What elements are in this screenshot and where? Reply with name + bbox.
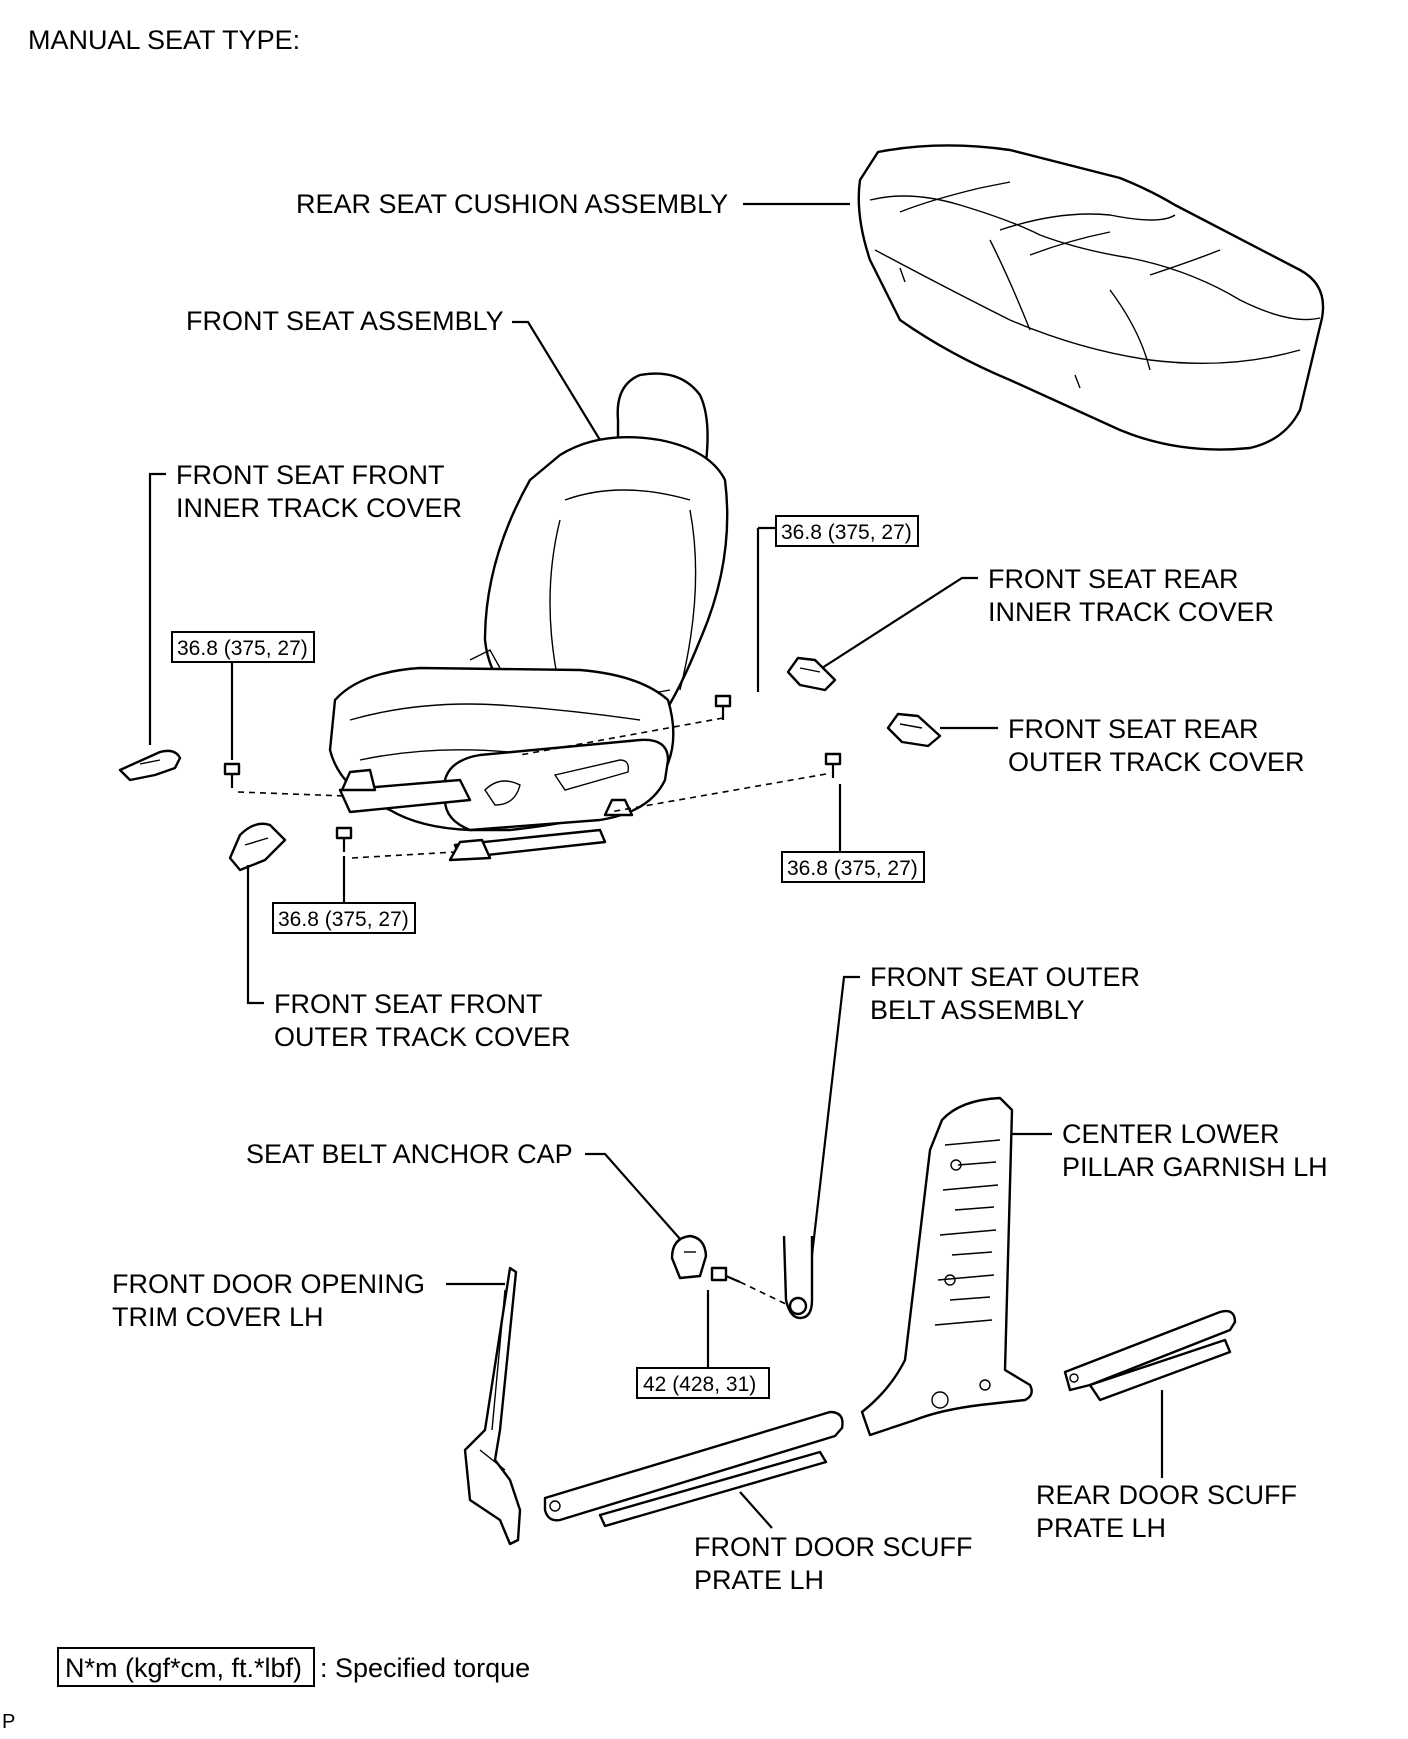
corner-mark: P: [2, 1711, 15, 1733]
front-outer-track-cover-part: [228, 822, 287, 872]
torque-value-upper-left: 36.8 (375, 27): [177, 637, 308, 660]
dash-lower-left: [351, 851, 456, 859]
label-front-scuff-2: PRATE LH: [694, 1565, 824, 1595]
leader-front-scuff: [739, 1491, 773, 1529]
front-door-opening-trim-part: [463, 1266, 522, 1546]
label-rear-scuff-2: PRATE LH: [1036, 1513, 1166, 1543]
legend-torque-description: : Specified torque: [320, 1653, 530, 1683]
leader-outer-belt: [806, 975, 860, 1291]
leader-anchor-cap: [585, 1152, 689, 1249]
seat-bolt-upper-right: [714, 694, 732, 720]
rear-inner-track-cover-part: [786, 656, 837, 692]
front-seat-illustration: [328, 372, 729, 862]
torque-box-lower-right: [781, 851, 925, 883]
torque-value-belt-anchor: 42 (428, 31): [643, 1373, 756, 1396]
dash-lower-right: [609, 773, 827, 813]
label-rear-inner-track-1: FRONT SEAT REAR: [988, 564, 1239, 594]
label-rear-scuff-1: REAR DOOR SCUFF: [1036, 1480, 1297, 1510]
center-lower-pillar-garnish-part: [860, 1096, 1033, 1437]
torque-value-upper-right: 36.8 (375, 27): [781, 521, 912, 544]
leader-front-inner-track: [148, 472, 166, 745]
label-rear-seat-cushion: REAR SEAT CUSHION ASSEMBLY: [296, 189, 728, 219]
label-door-trim-1: FRONT DOOR OPENING: [112, 1269, 425, 1299]
seat-bolt-lower-left: [335, 826, 353, 852]
torque-box-upper-left: [171, 631, 315, 663]
label-anchor-cap: SEAT BELT ANCHOR CAP: [246, 1139, 573, 1169]
label-rear-inner-track-2: INNER TRACK COVER: [988, 597, 1274, 627]
seat-belt-anchor-cap-part: [670, 1234, 708, 1280]
label-front-outer-track-1: FRONT SEAT FRONT: [274, 989, 543, 1019]
legend-torque-box: [57, 1647, 315, 1687]
belt-anchor-bolt: [710, 1266, 741, 1284]
label-outer-belt-1: FRONT SEAT OUTER: [870, 962, 1140, 992]
rear-door-scuff-plate-part: [1063, 1309, 1237, 1402]
label-door-trim-2: TRIM COVER LH: [112, 1302, 324, 1332]
rear-seat-cushion-illustration: [857, 144, 1325, 451]
front-inner-track-cover-part: [118, 749, 182, 782]
front-door-scuff-plate-part: [543, 1410, 844, 1528]
dash-upper-left: [237, 791, 346, 797]
label-center-pillar-1: CENTER LOWER: [1062, 1119, 1280, 1149]
legend-torque-unit: N*m (kgf*cm, ft.*lbf): [65, 1653, 302, 1683]
label-front-outer-track-2: OUTER TRACK COVER: [274, 1022, 571, 1052]
torque-box-belt-anchor: [636, 1367, 770, 1399]
torque-box-lower-left: [272, 902, 416, 934]
rear-outer-track-cover-part: [886, 712, 942, 748]
label-front-scuff-1: FRONT DOOR SCUFF: [694, 1532, 973, 1562]
label-rear-outer-track-1: FRONT SEAT REAR: [1008, 714, 1259, 744]
leader-front-outer-track: [246, 865, 264, 1005]
leader-front-seat: [512, 320, 601, 441]
label-front-inner-track-1: FRONT SEAT FRONT: [176, 460, 445, 490]
torque-value-lower-left: 36.8 (375, 27): [278, 908, 409, 931]
seat-bolt-lower-right: [824, 752, 842, 778]
torque-value-lower-right: 36.8 (375, 27): [787, 857, 918, 880]
label-front-seat: FRONT SEAT ASSEMBLY: [186, 306, 504, 336]
label-center-pillar-2: PILLAR GARNISH LH: [1062, 1152, 1328, 1182]
label-outer-belt-2: BELT ASSEMBLY: [870, 995, 1085, 1025]
dash-upper-right: [519, 717, 724, 756]
diagram-title: MANUAL SEAT TYPE:: [28, 25, 300, 55]
seat-bolt-upper-left: [223, 762, 241, 788]
torque-box-upper-right: [775, 515, 919, 547]
seat-belt-anchor-part: [782, 1235, 814, 1320]
dash-belt-anchor: [739, 1281, 791, 1307]
label-front-inner-track-2: INNER TRACK COVER: [176, 493, 462, 523]
label-rear-outer-track-2: OUTER TRACK COVER: [1008, 747, 1305, 777]
leader-rear-inner-track: [821, 576, 978, 669]
